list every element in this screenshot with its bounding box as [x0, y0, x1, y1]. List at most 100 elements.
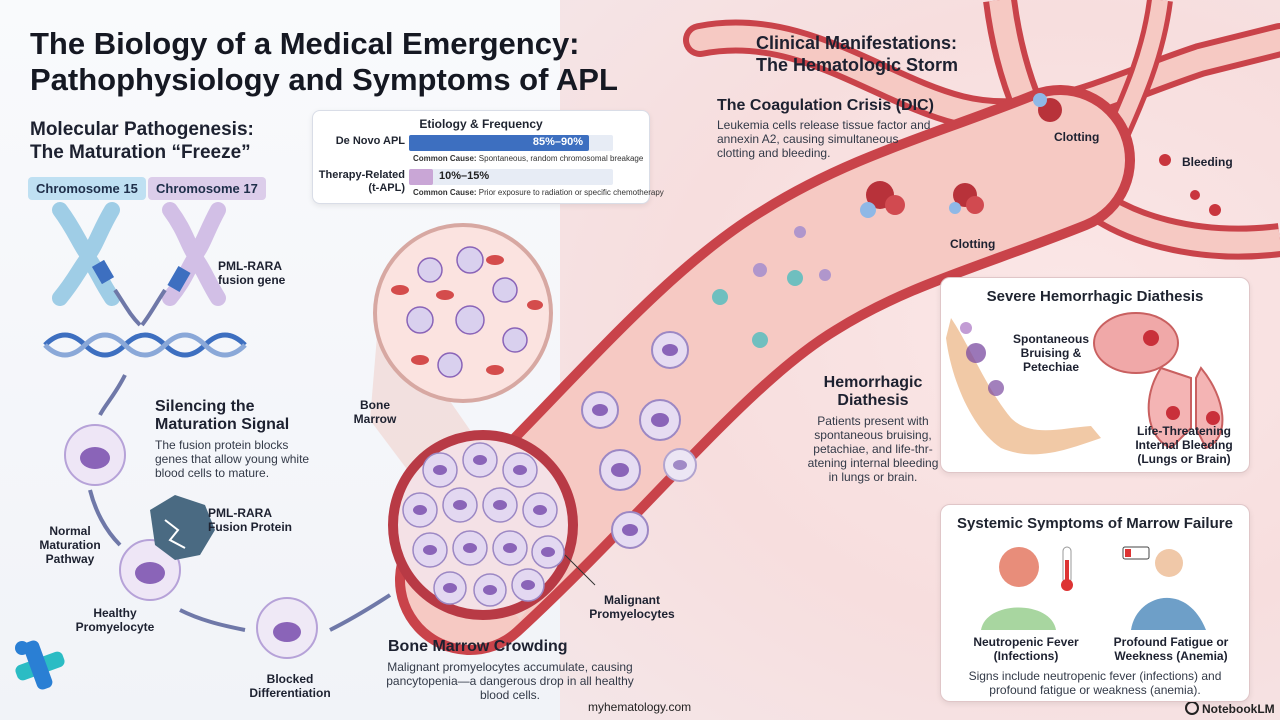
hemo-text-line-1: Patients present with: [817, 414, 929, 428]
crowding-text-line-1: Malignant promyelocytes accumulate, caus…: [387, 660, 633, 674]
etiology-row-label-line-2: (t-APL): [368, 182, 405, 194]
hemo-heading-line-1: Hemorrhagic: [823, 374, 923, 391]
silencing-text-line-3: blood cells to mature.: [155, 466, 270, 480]
chromosome-15-icon: [52, 202, 120, 306]
etiology-title: Etiology & Frequency: [419, 117, 543, 131]
fusion-gene-line-1: PML-RARA: [218, 259, 282, 273]
etiology-bar-fill: [409, 135, 589, 151]
bruise-line-2: Bruising &: [1020, 346, 1082, 360]
clotting-top-label: Clotting: [1054, 130, 1100, 144]
dic-text-line-3: clotting and bleeding.: [717, 146, 831, 160]
hemo-text-line-5: in lungs or brain.: [828, 470, 918, 484]
arrow-normal-path: [88, 489, 122, 547]
etiology-bar-track: 85%–90%: [409, 135, 613, 151]
brand-label: NotebookLM: [1202, 702, 1275, 716]
chromosome-17-chip: Chromosome 17: [148, 177, 266, 200]
protein-line-2: Fusion Protein: [208, 520, 292, 534]
hemo-heading-line-2: Diathesis: [837, 392, 909, 409]
arrow-to-blocked: [179, 608, 246, 632]
molecular-heading-line-2: The Maturation “Freeze”: [30, 142, 251, 163]
bruise-line-1: Spontaneous: [1012, 332, 1089, 346]
arrow-chrom15: [113, 288, 142, 327]
fatigue-head-icon: [1155, 549, 1183, 577]
blocked-line-2: Differentiation: [249, 686, 331, 700]
brain-icon: [1093, 312, 1179, 374]
crowding-heading: Bone Marrow Crowding: [388, 638, 568, 655]
etiology-cause: Common Cause: Spontaneous, random chromo…: [413, 154, 647, 163]
summary-line-2: profound fatigue or weakness (anemia).: [989, 683, 1201, 697]
hemo-text-line-3: petachiae, and life-thr-: [813, 442, 933, 456]
normal-line-2: Maturation: [39, 538, 101, 552]
dna-helix-icon: [43, 332, 247, 358]
arm-icon: [946, 318, 1101, 455]
hemorrhagic-card: Severe Hemorrhagic Diathesis Spontaneous…: [940, 277, 1250, 473]
protein-line-1: PML-RARA: [208, 506, 272, 520]
blocked-differentiation-label: Blocked Differentiation: [240, 672, 340, 700]
fever-body-icon: [981, 607, 1056, 630]
internal-line-2: Internal Bleeding: [1135, 438, 1233, 452]
crowding-text-line-3: blood cells.: [479, 688, 541, 702]
etiology-box: Etiology & Frequency De Novo APL 85%–90% C…: [312, 110, 664, 204]
chromosome-17-icon: [162, 202, 226, 306]
molecular-heading: Molecular Pathogenesis: The Maturation “…: [30, 118, 254, 164]
normal-line-1: Normal: [49, 524, 91, 538]
systemic-card: Systemic Symptoms of Marrow Failure Neut…: [940, 504, 1250, 702]
fusion-protein-label: PML-RARA Fusion Protein: [208, 506, 292, 534]
etiology-bar-value: 85%–90%: [532, 136, 583, 148]
etiology-row-label: De Novo APL: [317, 135, 405, 148]
fever-face-icon: [999, 547, 1039, 587]
silencing-heading: Silencing the Maturation Signal: [155, 398, 289, 434]
silencing-heading-line-1: Silencing the: [155, 398, 255, 415]
hemorrhagic-card-title: Severe Hemorrhagic Diathesis: [986, 288, 1204, 305]
fatigue-line-2: Weekness (Anemia): [1114, 649, 1228, 663]
molecular-heading-line-1: Molecular Pathogenesis:: [30, 119, 254, 140]
silencing-text: The fusion protein blocks genes that all…: [155, 438, 309, 480]
fusion-protein-icon: [150, 495, 215, 560]
hemo-text: Patients present with spontaneous bruisi…: [800, 414, 946, 484]
fever-line-1: Neutropenic Fever: [973, 635, 1079, 649]
etiology-row-label-line-1: Therapy-Related: [318, 169, 405, 181]
bleeding-label: Bleeding: [1182, 155, 1233, 169]
normal-pathway-label: Normal Maturation Pathway: [30, 524, 110, 566]
dic-heading: The Coagulation Crisis (DIC): [717, 97, 934, 114]
healthy-line-2: Promyelocyte: [75, 620, 155, 634]
site-url[interactable]: myhematology.com: [588, 700, 692, 714]
dic-text: Leukemia cells release tissue factor and…: [717, 118, 930, 160]
hemo-text-line-4: atening internal bleeding: [807, 456, 939, 470]
arrow-chrom17: [140, 288, 167, 327]
clotting-mid-label: Clotting: [950, 237, 996, 251]
blocked-cell-icon: [256, 597, 318, 659]
page-title: The Biology of a Medical Emergency: Path…: [30, 26, 670, 98]
healthy-line-1: Healthy: [93, 606, 137, 620]
crowded-nuclei: [413, 455, 555, 595]
arrow-dna-to-cell: [98, 374, 127, 416]
dic-text-line-2: annexin A2, causing simultaneous: [717, 132, 899, 146]
vessel-cells: [581, 226, 831, 549]
fever-label: Neutropenic Fever (Infections): [961, 635, 1091, 663]
etiology-cause-label: Common Cause:: [413, 188, 477, 197]
etiology-cause: Common Cause: Prior exposure to radiatio…: [413, 188, 664, 197]
etiology-row-label-line-1: De Novo APL: [335, 135, 405, 147]
fatigue-body-icon: [1131, 597, 1206, 630]
fatigue-label: Profound Fatigue or Weekness (Anemia): [1101, 635, 1241, 663]
silencing-text-line-2: genes that allow young white: [155, 452, 310, 466]
blocked-line-1: Blocked: [266, 672, 314, 686]
healthy-promyelocyte-icon: [119, 539, 181, 601]
clinical-heading-line-2: The Hematologic Storm: [756, 55, 959, 75]
title-line-1: The Biology of a Medical Emergency:: [30, 26, 580, 61]
crowding-text-line-2: pancytopenia—a dangerous drop in all hea…: [386, 674, 634, 688]
notebooklm-icon: [1185, 701, 1199, 715]
internal-bleeding-label: Life-Threatening Internal Bleeding (Lung…: [1129, 424, 1239, 466]
healthy-promyelocyte-label: Healthy Promyelocyte: [60, 606, 170, 634]
dic-text-line-1: Leukemia cells release tissue factor and: [717, 118, 931, 132]
systemic-summary: Signs include neutropenic fever (infecti…: [941, 669, 1249, 697]
malignant-pointer: [564, 554, 596, 586]
bruise-line-3: Petechiae: [1022, 360, 1080, 374]
systemic-card-art: [981, 546, 1206, 630]
clot-clusters: [860, 93, 1221, 218]
hemo-text-line-2: spontaneous bruising,: [814, 428, 932, 442]
etiology-cause-text: Prior exposure to radiation or specific …: [476, 188, 664, 197]
hemorrhagic-card-art: [946, 312, 1224, 455]
summary-line-1: Signs include neutropenic fever (infecti…: [968, 669, 1222, 683]
